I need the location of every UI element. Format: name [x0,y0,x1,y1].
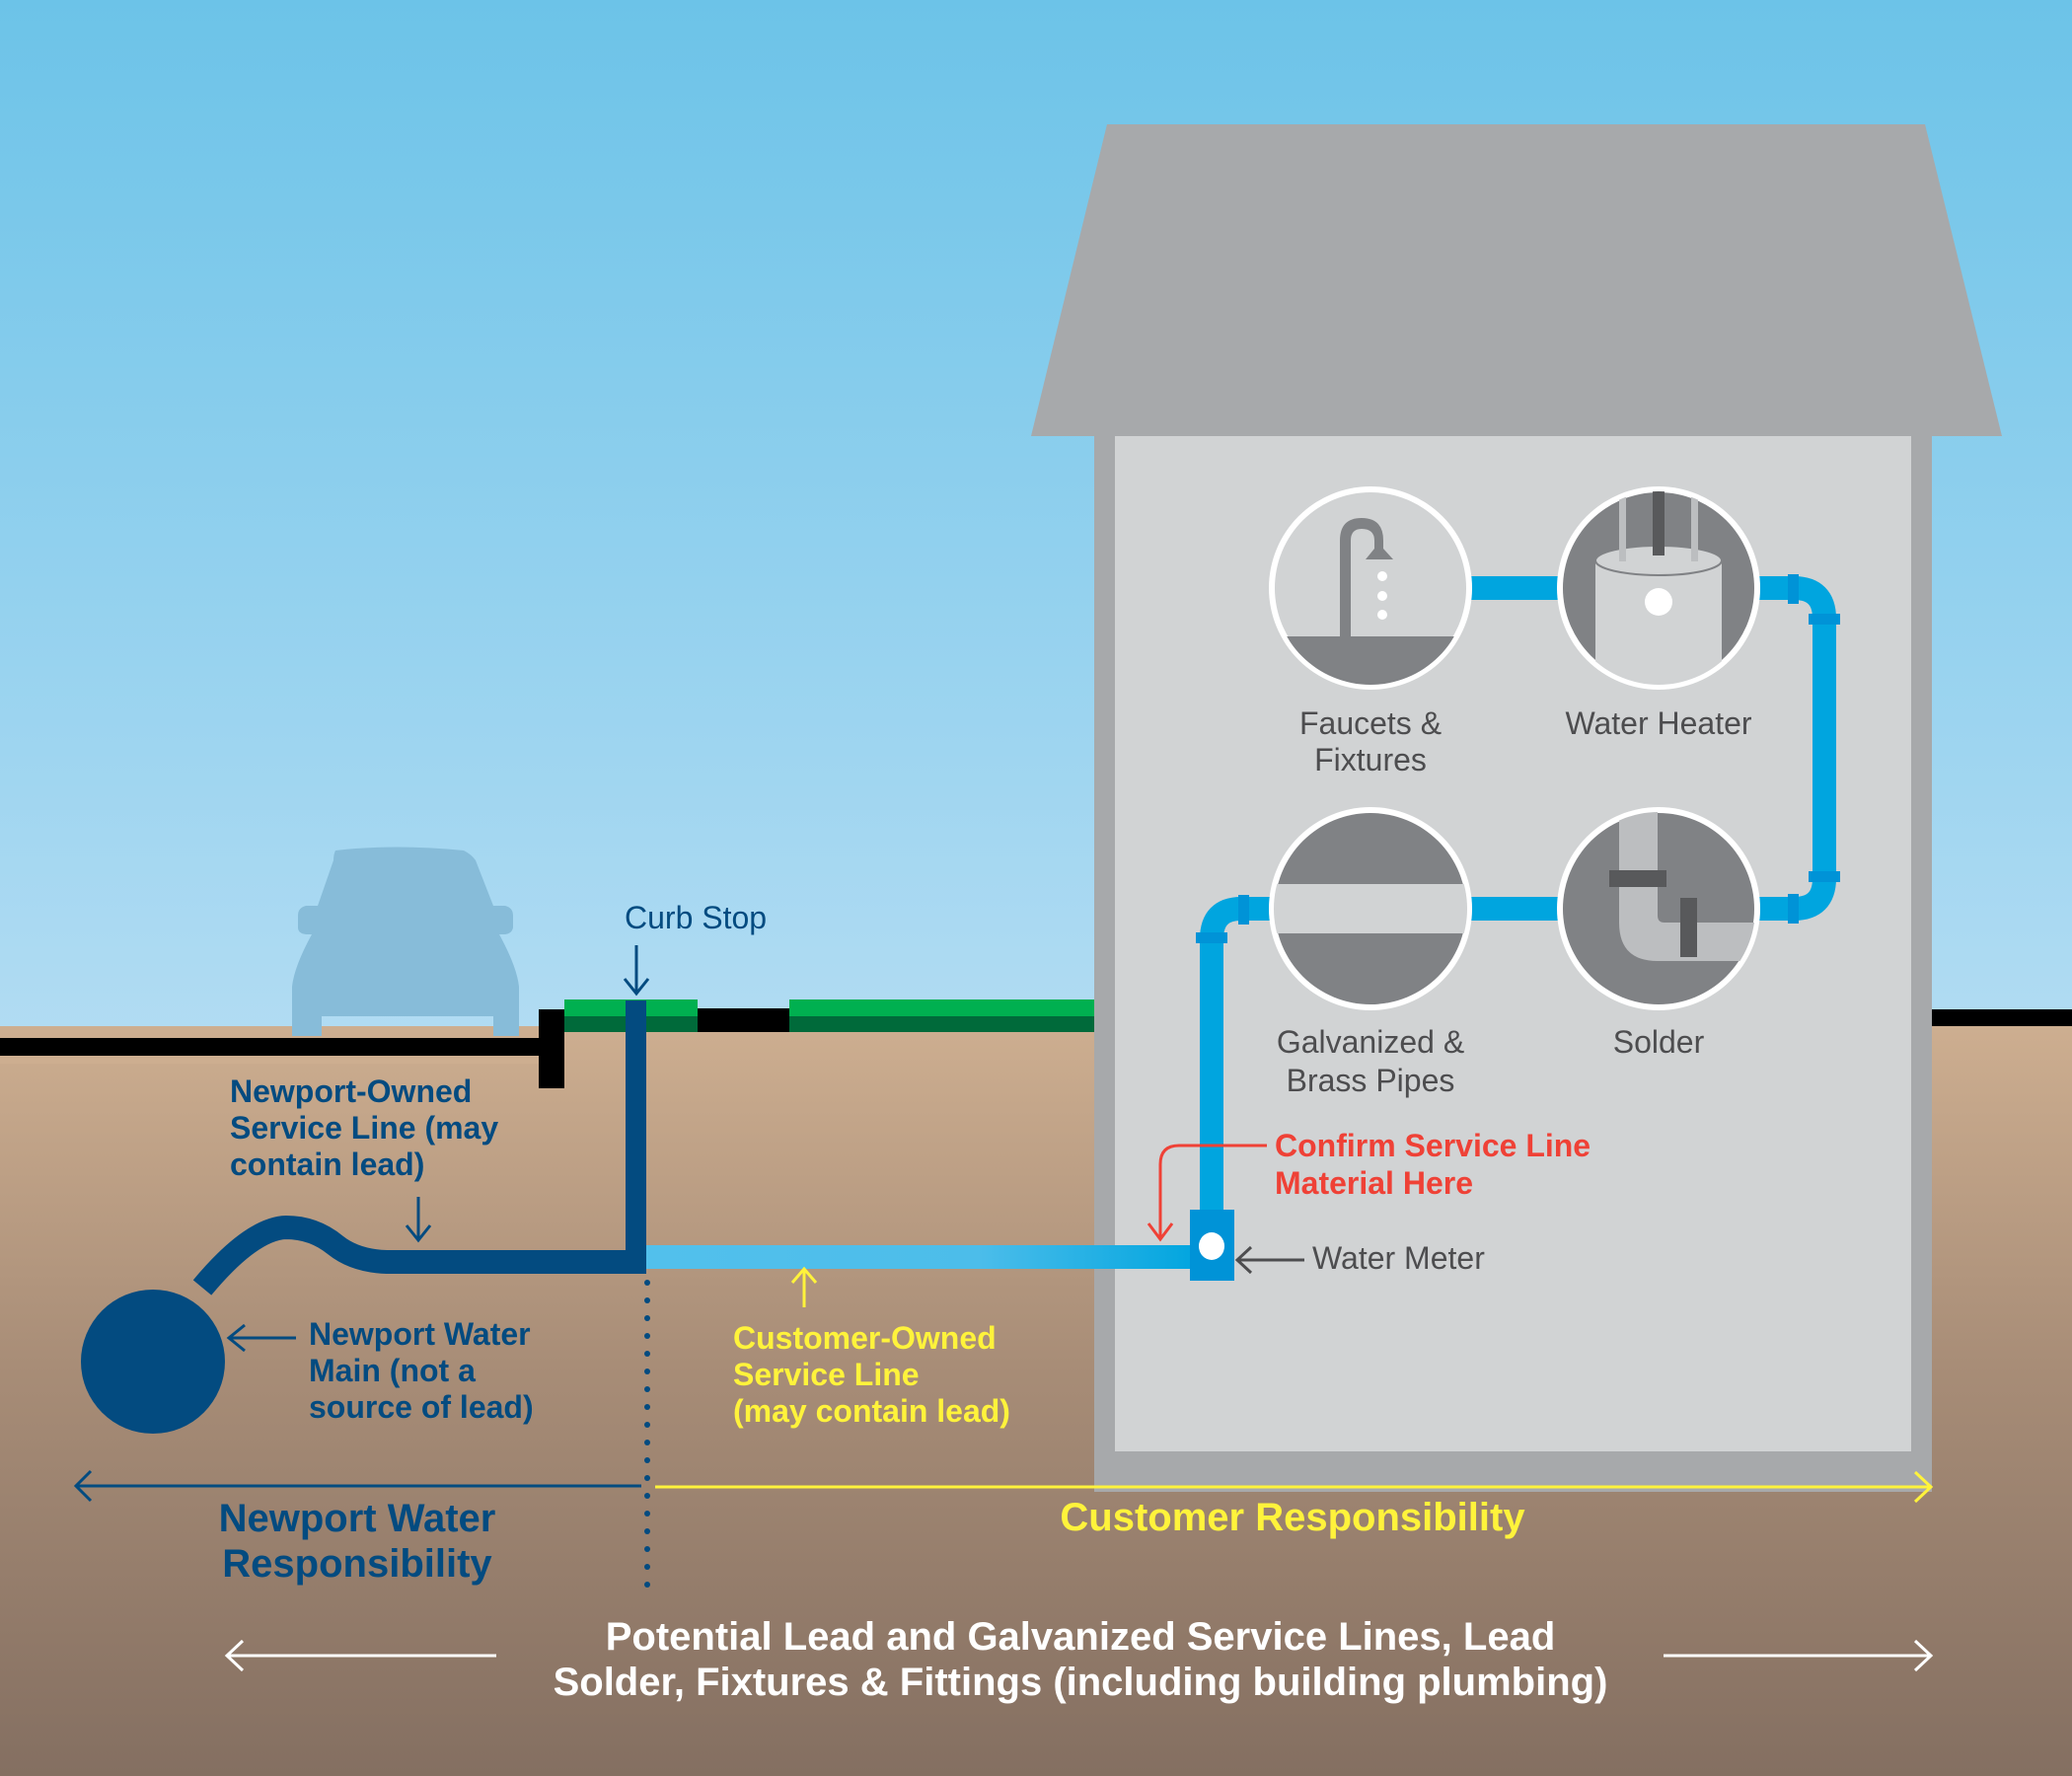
fixture-label-faucets: Faucets & Fixtures [1272,705,1469,778]
car-icon [292,847,519,1036]
confirm-material-arrow [1147,1144,1267,1242]
road-surface [0,1038,553,1056]
water-main-arrow [226,1323,296,1353]
confirm-material-label-line: Confirm Service Line [1275,1128,1591,1163]
fixture-label-galvanized: Galvanized & Brass Pipes [1252,1023,1489,1100]
pipe-fittings [1196,574,1840,943]
newport-responsibility-label-line: Newport Water [218,1497,496,1540]
newport-responsibility-arrow [73,1469,641,1503]
potential-lead-label-line: Solder, Fixtures & Fittings (including b… [553,1661,1608,1704]
fixture-label-water-heater: Water Heater [1540,705,1777,742]
sidewalk-gap [697,1008,789,1032]
curb [539,1009,564,1088]
pipe-section-icon [1269,807,1472,1010]
fixture-label-line: Water Heater [1565,705,1752,741]
newport-responsibility-label: Newport Water Responsibility [160,1496,555,1587]
confirm-material-label-line: Material Here [1275,1165,1473,1201]
water-main-label: Newport Water Main (not a source of lead… [309,1316,534,1426]
water-meter-dial [1199,1232,1224,1260]
faucet-icon [1269,486,1472,690]
newport-service-line [192,1216,646,1295]
customer-owned-line-label: Customer-Owned Service Line (may contain… [733,1320,1010,1430]
house-roof [1031,124,2002,436]
fixture-label-line: Fixtures [1314,742,1427,777]
newport-owned-line-label-line: Newport-Owned [230,1073,473,1109]
water-main-label-line: source of lead) [309,1389,534,1425]
responsibility-divider [644,1280,650,1588]
water-meter-label: Water Meter [1312,1240,1485,1276]
fixture-label-line: Galvanized & [1276,1024,1465,1060]
potential-lead-arrow-right [1664,1639,1934,1672]
fixture-label-solder: Solder [1560,1023,1757,1062]
potential-lead-label-line: Potential Lead and Galvanized Service Li… [605,1615,1556,1659]
customer-line-arrow [790,1266,818,1307]
curb-stop-arrow [623,945,650,997]
water-main [81,1290,225,1434]
fixture-label-line: Solder [1612,1024,1705,1060]
newport-owned-line-label-line: contain lead) [230,1147,425,1182]
curb-stop-label: Curb Stop [625,900,768,935]
water-heater-icon [1557,486,1760,690]
curb-stop-valve [626,1000,646,1273]
fixture-label-line: Brass Pipes [1286,1063,1455,1098]
customer-owned-line-label-line: (may contain lead) [733,1393,1010,1429]
customer-service-line [646,1245,1199,1269]
customer-responsibility-arrow [655,1470,1934,1504]
potential-lead-label: Potential Lead and Galvanized Service Li… [493,1614,1667,1705]
fixture-label-line: Faucets & [1298,705,1443,741]
water-meter-arrow [1234,1245,1304,1275]
ground-line-right [1932,1009,2072,1026]
potential-lead-arrow-left [224,1639,496,1672]
grass-strip-2 [789,999,1095,1032]
soil-left [0,1054,553,1064]
newport-owned-line-label: Newport-Owned Service Line (may contain … [230,1073,498,1183]
customer-owned-line-label-line: Service Line [733,1357,920,1392]
confirm-material-label: Confirm Service Line Material Here [1275,1127,1591,1202]
customer-responsibility-label: Customer Responsibility [1060,1496,1525,1539]
solder-joint-icon [1557,807,1760,1010]
customer-owned-line-label-line: Customer-Owned [733,1320,997,1356]
water-main-label-line: Main (not a [309,1353,476,1388]
house-interior [1115,436,1911,1451]
newport-line-arrow [405,1197,432,1243]
newport-responsibility-label-line: Responsibility [222,1542,492,1586]
newport-owned-line-label-line: Service Line (may [230,1110,499,1146]
water-main-label-line: Newport Water [309,1316,531,1352]
